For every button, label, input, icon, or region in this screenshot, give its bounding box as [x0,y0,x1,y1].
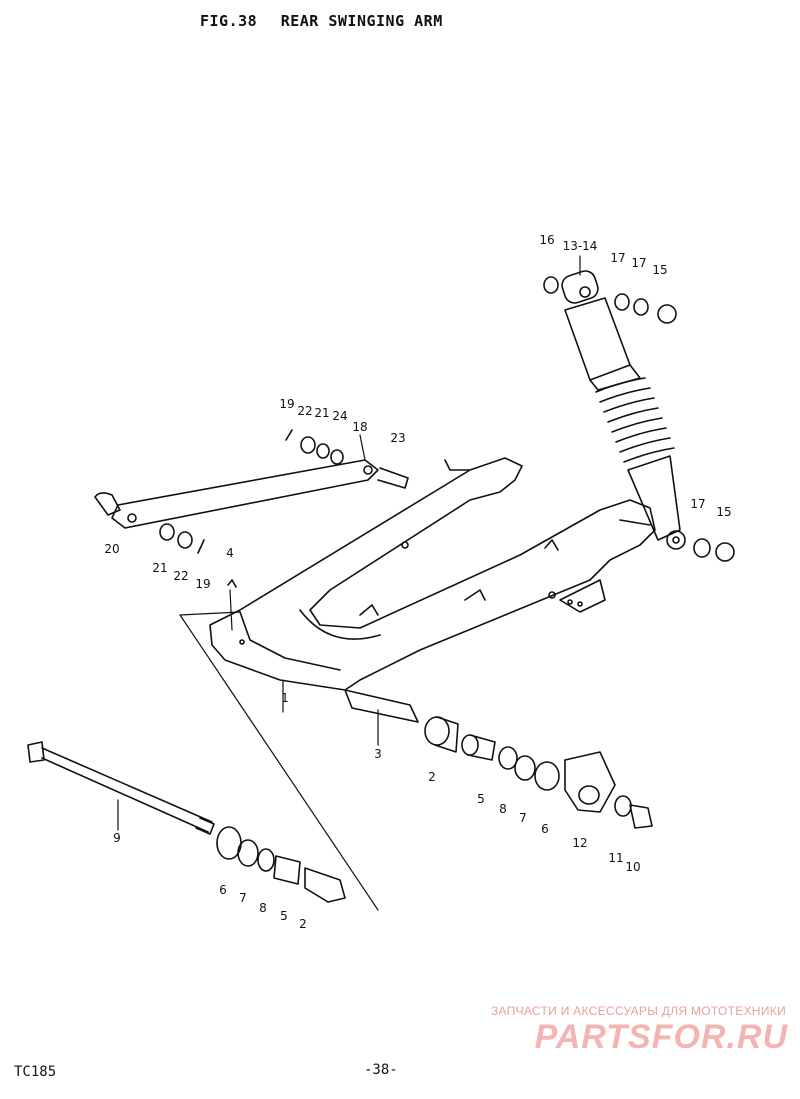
label-5b: 5 [280,909,288,923]
label-19b: 19 [195,577,210,591]
label-15b: 15 [716,505,731,519]
page-number: -38- [364,1062,398,1078]
pivot-parts-left [216,826,346,903]
figure-number: FIG.38 [200,12,258,30]
label-22b: 22 [173,569,188,583]
label-1: 1 [281,691,289,705]
rear-shock-absorber [561,270,686,550]
swing-arm-body [209,457,656,691]
label-22a: 22 [297,404,312,418]
label-7b: 7 [239,891,247,905]
callout-labels: 1 2 2 3 4 5 5 6 6 7 7 8 8 9 10 11 12 13-… [104,233,731,931]
pivot-parts-right [344,689,653,829]
label-10: 10 [625,860,640,874]
label-17c: 17 [690,497,705,511]
reference-lines [117,255,581,911]
label-6a: 6 [541,822,549,836]
label-21b: 21 [152,561,167,575]
figure-title: FIG.38 REAR SWINGING ARM [200,12,443,30]
label-3: 3 [374,747,382,761]
label-24: 24 [332,409,347,423]
label-23: 23 [390,431,405,445]
label-16: 16 [539,233,554,247]
torque-link [94,459,409,529]
label-17b: 17 [631,256,646,270]
label-12: 12 [572,836,587,850]
label-7a: 7 [519,811,527,825]
label-11: 11 [608,851,623,865]
label-15a: 15 [652,263,667,277]
label-8a: 8 [499,802,507,816]
small-hardware [159,276,735,588]
watermark-tagline: ЗАПЧАСТИ И АКСЕССУАРЫ ДЛЯ МОТОТЕХНИКИ [490,1004,786,1018]
label-9: 9 [113,831,121,845]
label-21a: 21 [314,406,329,420]
label-4: 4 [226,546,234,560]
label-18: 18 [352,420,367,434]
label-5a: 5 [477,792,485,806]
label-8b: 8 [259,901,267,915]
watermark-logo: PARTSFOR.RU [534,1018,788,1056]
pivot-bolt [27,741,215,835]
figure-name: REAR SWINGING ARM [280,12,443,30]
model-code: TC185 [14,1064,57,1080]
label-17a: 17 [610,251,625,265]
label-2a: 2 [428,770,436,784]
label-2b: 2 [299,917,307,931]
label-13-14: 13-14 [563,239,598,253]
label-6b: 6 [219,883,227,897]
label-19a: 19 [279,397,294,411]
label-20: 20 [104,542,119,556]
